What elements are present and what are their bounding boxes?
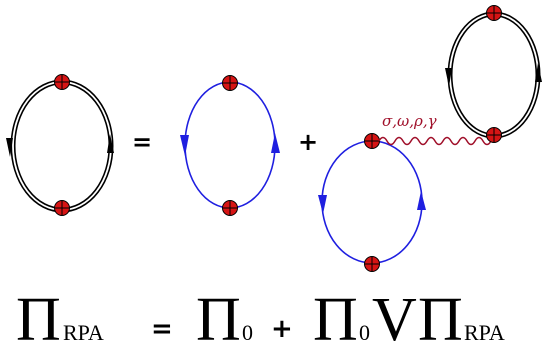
vertex-bottom xyxy=(364,256,380,272)
interaction-label: σ,ω,ρ,γ xyxy=(382,112,437,130)
lhs-subscript: RPA xyxy=(63,320,104,345)
term1-subscript: 0 xyxy=(242,320,253,345)
rpa-equation: Π RPA = Π 0 + Π 0 V Π RPA xyxy=(16,286,505,345)
up-arrow-icon xyxy=(107,134,114,153)
term3-pi: Π xyxy=(418,286,463,345)
vertex-top xyxy=(486,5,502,21)
vertex-bottom xyxy=(54,200,70,216)
up-arrow-icon xyxy=(535,63,542,82)
bare-bubble xyxy=(180,75,280,216)
plus-sign: + xyxy=(298,128,318,156)
interaction-wavy-line xyxy=(378,136,492,146)
term2-subscript: 0 xyxy=(359,320,370,345)
lhs-pi: Π xyxy=(16,286,61,345)
equation-equals: = xyxy=(151,314,173,344)
up-arrow-icon xyxy=(271,133,280,153)
vertex-top xyxy=(222,75,238,91)
down-arrow-icon xyxy=(180,135,189,156)
interaction-v: V xyxy=(372,286,417,345)
down-arrow-icon xyxy=(318,195,327,214)
up-arrow-icon xyxy=(417,191,426,210)
term3-subscript: RPA xyxy=(464,320,505,345)
equals-sign: = xyxy=(132,128,152,156)
down-arrow-icon xyxy=(6,138,13,157)
equation-plus: + xyxy=(271,314,293,344)
vertex-bottom xyxy=(222,200,238,216)
rpa-dressed-bubble xyxy=(6,74,114,216)
down-arrow-icon xyxy=(445,68,452,87)
vertex-top xyxy=(364,133,380,149)
bare-bubble-interaction xyxy=(318,133,426,272)
term1-pi: Π xyxy=(196,286,241,345)
vertex-bottom xyxy=(486,127,502,143)
vertex-top xyxy=(54,74,70,90)
rpa-dressed-bubble-upper xyxy=(445,5,542,143)
term2-pi: Π xyxy=(313,286,358,345)
